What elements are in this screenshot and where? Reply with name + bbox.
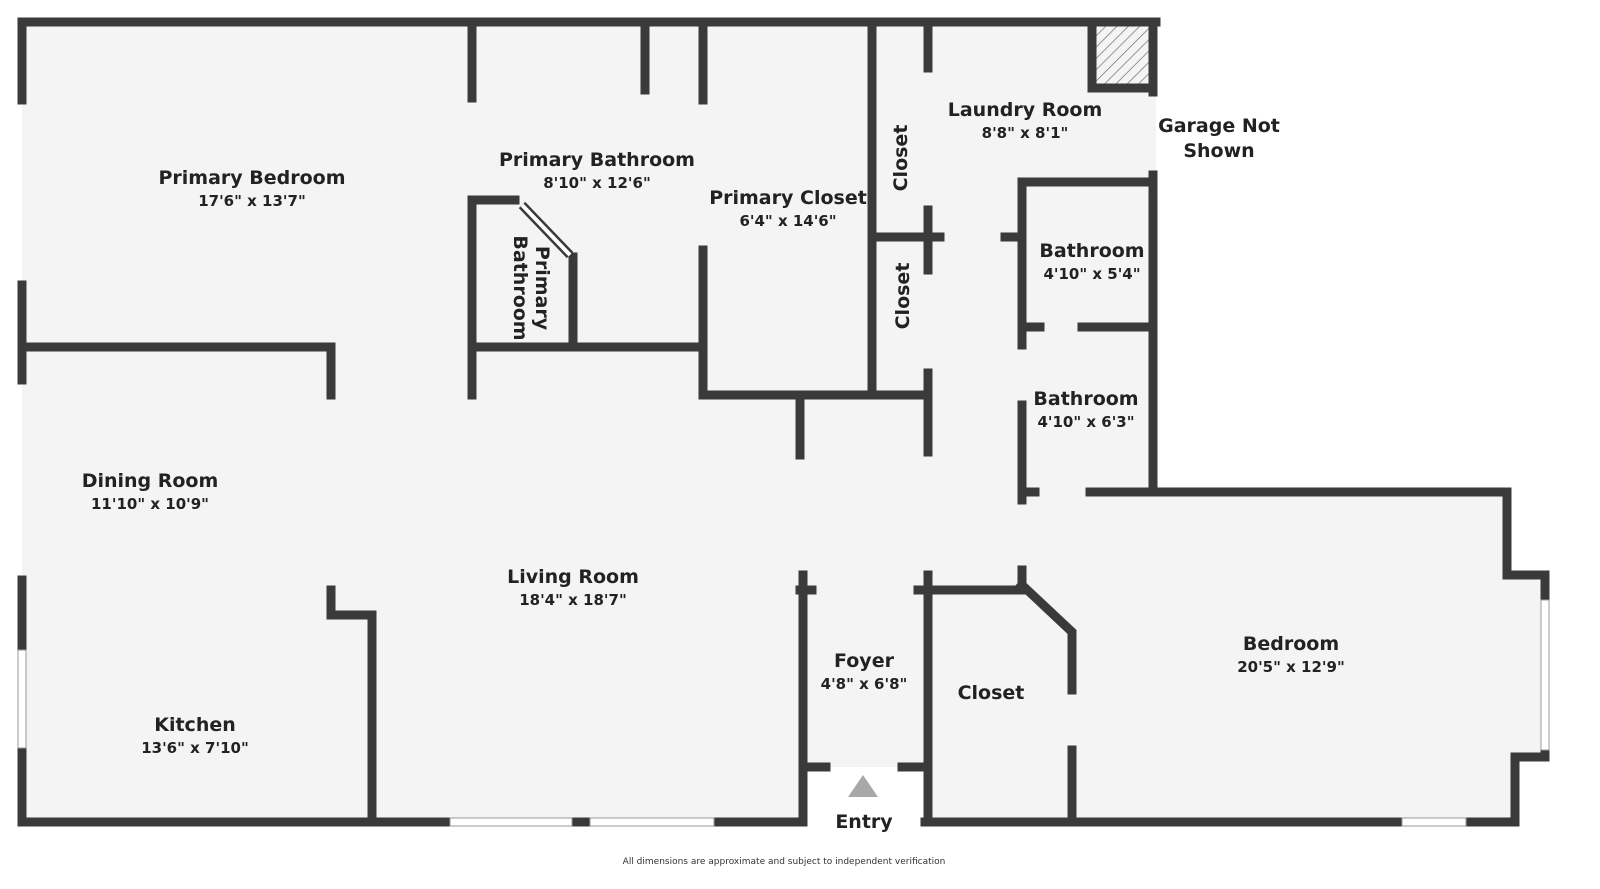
svg-text:Bathroom: Bathroom bbox=[1039, 240, 1144, 262]
svg-text:Dining Room: Dining Room bbox=[82, 470, 219, 492]
svg-text:13'6" x 7'10": 13'6" x 7'10" bbox=[141, 739, 249, 757]
svg-text:4'10" x 5'4": 4'10" x 5'4" bbox=[1043, 265, 1140, 283]
room-primary-bathroom: Primary Bathroom 8'10" x 12'6" bbox=[499, 149, 695, 192]
svg-text:Laundry Room: Laundry Room bbox=[948, 99, 1103, 121]
room-bedroom: Bedroom 20'5" x 12'9" bbox=[1237, 633, 1345, 676]
room-closet-1: Closet bbox=[890, 125, 912, 192]
garage-note: Garage Not Shown bbox=[1158, 115, 1280, 162]
walls bbox=[17, 17, 1550, 827]
svg-text:6'4" x 14'6": 6'4" x 14'6" bbox=[739, 212, 836, 230]
svg-text:Kitchen: Kitchen bbox=[154, 714, 236, 736]
svg-text:4'8" x 6'8": 4'8" x 6'8" bbox=[821, 675, 908, 693]
svg-text:Bathroom: Bathroom bbox=[1033, 388, 1138, 410]
svg-text:11'10" x 10'9": 11'10" x 10'9" bbox=[91, 495, 209, 513]
room-living: Living Room 18'4" x 18'7" bbox=[507, 566, 639, 609]
room-primary-bedroom: Primary Bedroom 17'6" x 13'7" bbox=[158, 167, 345, 210]
svg-text:Living Room: Living Room bbox=[507, 566, 639, 588]
room-foyer: Foyer 4'8" x 6'8" bbox=[821, 650, 908, 693]
svg-text:4'10" x 6'3": 4'10" x 6'3" bbox=[1037, 413, 1134, 431]
svg-text:Primary Closet: Primary Closet bbox=[709, 187, 867, 209]
room-bathroom-2: Bathroom 4'10" x 6'3" bbox=[1033, 388, 1138, 431]
room-closet-2: Closet bbox=[892, 263, 914, 330]
svg-text:Bathroom: Bathroom bbox=[509, 235, 531, 340]
entry-arrow-icon bbox=[848, 775, 878, 797]
hatched-shaft bbox=[1094, 26, 1151, 86]
room-primary-closet: Primary Closet 6'4" x 14'6" bbox=[709, 187, 867, 230]
svg-text:Shown: Shown bbox=[1183, 140, 1254, 162]
svg-text:Garage Not: Garage Not bbox=[1158, 115, 1280, 137]
room-laundry: Laundry Room 8'8" x 8'1" bbox=[948, 99, 1103, 142]
svg-text:20'5" x 12'9": 20'5" x 12'9" bbox=[1237, 658, 1345, 676]
floor-area bbox=[22, 22, 1556, 827]
room-closet-3: Closet bbox=[958, 682, 1025, 704]
svg-text:Bedroom: Bedroom bbox=[1243, 633, 1339, 655]
svg-text:8'10" x 12'6": 8'10" x 12'6" bbox=[543, 174, 651, 192]
svg-text:Foyer: Foyer bbox=[834, 650, 895, 672]
room-kitchen: Kitchen 13'6" x 7'10" bbox=[141, 714, 249, 757]
room-dining: Dining Room 11'10" x 10'9" bbox=[82, 470, 219, 513]
room-primary-bathroom-small: Primary Bathroom bbox=[509, 235, 553, 340]
svg-text:Primary Bathroom: Primary Bathroom bbox=[499, 149, 695, 171]
svg-text:17'6" x 13'7": 17'6" x 13'7" bbox=[198, 192, 306, 210]
windows bbox=[17, 201, 1550, 827]
svg-text:8'8" x 8'1": 8'8" x 8'1" bbox=[982, 124, 1069, 142]
disclaimer: All dimensions are approximate and subje… bbox=[623, 857, 946, 867]
svg-text:18'4" x 18'7": 18'4" x 18'7" bbox=[519, 591, 627, 609]
svg-text:Primary: Primary bbox=[531, 246, 553, 331]
svg-text:Primary Bedroom: Primary Bedroom bbox=[158, 167, 345, 189]
entry-label: Entry bbox=[835, 811, 893, 833]
room-bathroom-1: Bathroom 4'10" x 5'4" bbox=[1039, 240, 1144, 283]
